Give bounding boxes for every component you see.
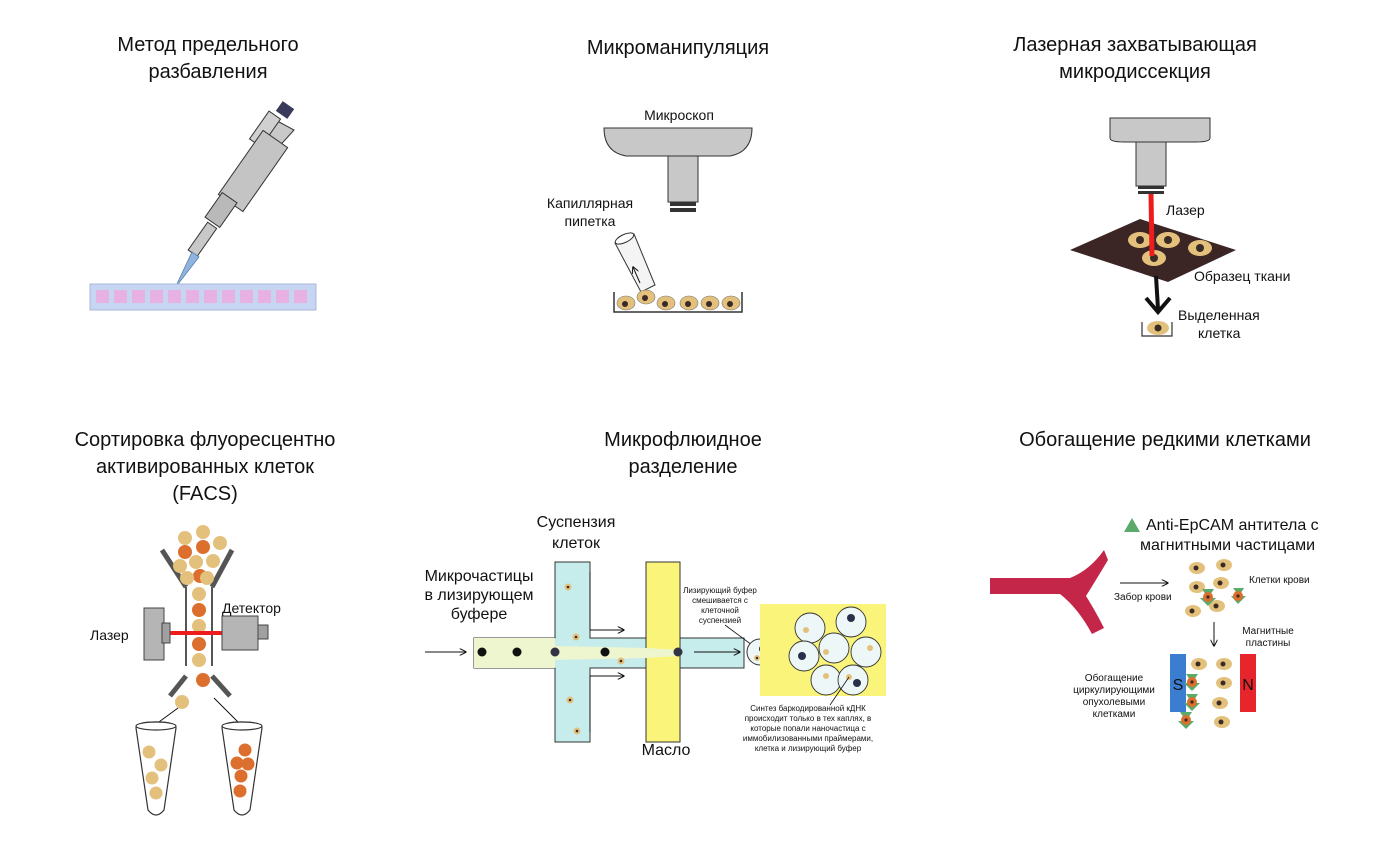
synthesis-note-line-1: Синтез баркодированной кДНК bbox=[750, 704, 866, 713]
drop-arrow bbox=[1144, 275, 1172, 316]
microfluidic-title: Микрофлюидное разделение bbox=[604, 429, 762, 478]
magnet-s-plate bbox=[1170, 654, 1186, 712]
blood-cells-label: Клетки крови bbox=[1249, 575, 1310, 586]
facs-laser-label: Лазер bbox=[90, 627, 129, 643]
microparticles-label-line-3: буфере bbox=[451, 606, 508, 623]
collection-tube-right bbox=[221, 721, 263, 816]
pipette-label-line-1: Капиллярная bbox=[547, 195, 633, 211]
limiting-dilution-panel bbox=[89, 101, 317, 311]
objective-icon bbox=[1109, 117, 1211, 194]
facs-cells bbox=[173, 525, 227, 709]
micropipette-icon bbox=[174, 101, 295, 289]
channel-particles bbox=[477, 583, 683, 735]
microfluidic-panel: Суспензия клеток Микрочастицы в лизирующ… bbox=[424, 514, 886, 759]
rare-cells-title: Обогащение редкими клетками bbox=[1019, 429, 1311, 451]
facs-title: Сортировка флуоресцентно активированных … bbox=[74, 429, 336, 505]
antibody-label-line-2: магнитными частицами bbox=[1140, 537, 1315, 554]
facs-panel: Лазер Детектор bbox=[90, 525, 281, 816]
capillary-pipette-icon bbox=[614, 232, 656, 293]
isolated-label-line-2: клетка bbox=[1198, 325, 1241, 341]
synthesis-note-line-4: иммобилизованными праймерами, bbox=[743, 734, 873, 743]
lysis-note-line-4: суспензией bbox=[699, 616, 741, 625]
microscope-label: Микроскоп bbox=[644, 107, 714, 123]
blood-cell-cluster bbox=[1185, 559, 1246, 617]
magnet-n-plate bbox=[1240, 654, 1256, 712]
microscope-icon bbox=[603, 127, 753, 212]
antibody-triangle-icon bbox=[1124, 518, 1140, 532]
laser-capture-panel: Лазер Образец ткани Выделенная клетка bbox=[1070, 117, 1290, 341]
magnet-label-line-2: пластины bbox=[1246, 638, 1291, 649]
suspension-label-line-2: клеток bbox=[552, 535, 601, 552]
enrichment-label-line-1: Обогащение bbox=[1085, 672, 1144, 684]
rare-cells-panel: Anti-EpCAM антитела с магнитными частица… bbox=[990, 517, 1319, 729]
laser-capture-title: Лазерная захватывающая микродиссекция bbox=[1013, 34, 1257, 83]
micromanipulation-panel: Микроскоп Капиллярная пипетка bbox=[547, 107, 753, 313]
isolated-label-line-1: Выделенная bbox=[1178, 307, 1260, 323]
microparticles-label-line-1: Микрочастицы bbox=[425, 568, 534, 585]
enriched-cells bbox=[1178, 658, 1232, 729]
enrichment-label-line-4: клетками bbox=[1093, 709, 1136, 720]
enrichment-label-line-3: опухолевыми bbox=[1083, 697, 1146, 708]
pipette-label-line-2: пипетка bbox=[565, 213, 616, 229]
pole-n-label: N bbox=[1242, 677, 1254, 694]
laser-source-icon bbox=[143, 607, 171, 661]
limiting-dilution-title: Метод предельного разбавления bbox=[117, 34, 299, 83]
lysis-note-line-3: клеточной bbox=[701, 606, 739, 615]
laser-label: Лазер bbox=[1166, 202, 1205, 218]
antibody-label-line-1: Anti-EpCAM антитела с bbox=[1146, 517, 1319, 534]
pole-s-label: S bbox=[1173, 677, 1184, 694]
enrichment-label-line-2: циркулирующими bbox=[1073, 685, 1155, 696]
synthesis-note-line-5: клетка и лизирующий буфер bbox=[755, 744, 862, 753]
isolated-cell bbox=[1141, 321, 1173, 337]
oil-label: Масло bbox=[642, 742, 691, 759]
tissue-label: Образец ткани bbox=[1194, 268, 1290, 284]
microparticles-label-line-2: в лизирующем bbox=[424, 587, 533, 604]
droplets-emulsion bbox=[760, 604, 886, 706]
cell-dish bbox=[613, 289, 743, 313]
synthesis-note-line-3: которые попали наночастица с bbox=[750, 724, 865, 733]
synthesis-note-line-2: происходит только в тех каплях, в bbox=[745, 714, 872, 723]
detector-icon bbox=[221, 615, 269, 651]
micromanipulation-title: Микроманипуляция bbox=[586, 37, 770, 59]
laser-beam bbox=[1148, 193, 1155, 257]
well-plate bbox=[89, 283, 317, 311]
lysis-note-line-1: Лизирующий буфер bbox=[683, 586, 757, 595]
collection-tube-left bbox=[135, 721, 177, 816]
suspension-label-line-1: Суспензия bbox=[537, 514, 616, 531]
blood-vessel bbox=[990, 550, 1108, 634]
blood-draw-label: Забор крови bbox=[1114, 591, 1172, 603]
facs-detector-label: Детектор bbox=[222, 600, 281, 616]
lysis-note-line-2: смешивается с bbox=[692, 596, 748, 605]
magnet-label-line-1: Магнитные bbox=[1242, 626, 1294, 637]
